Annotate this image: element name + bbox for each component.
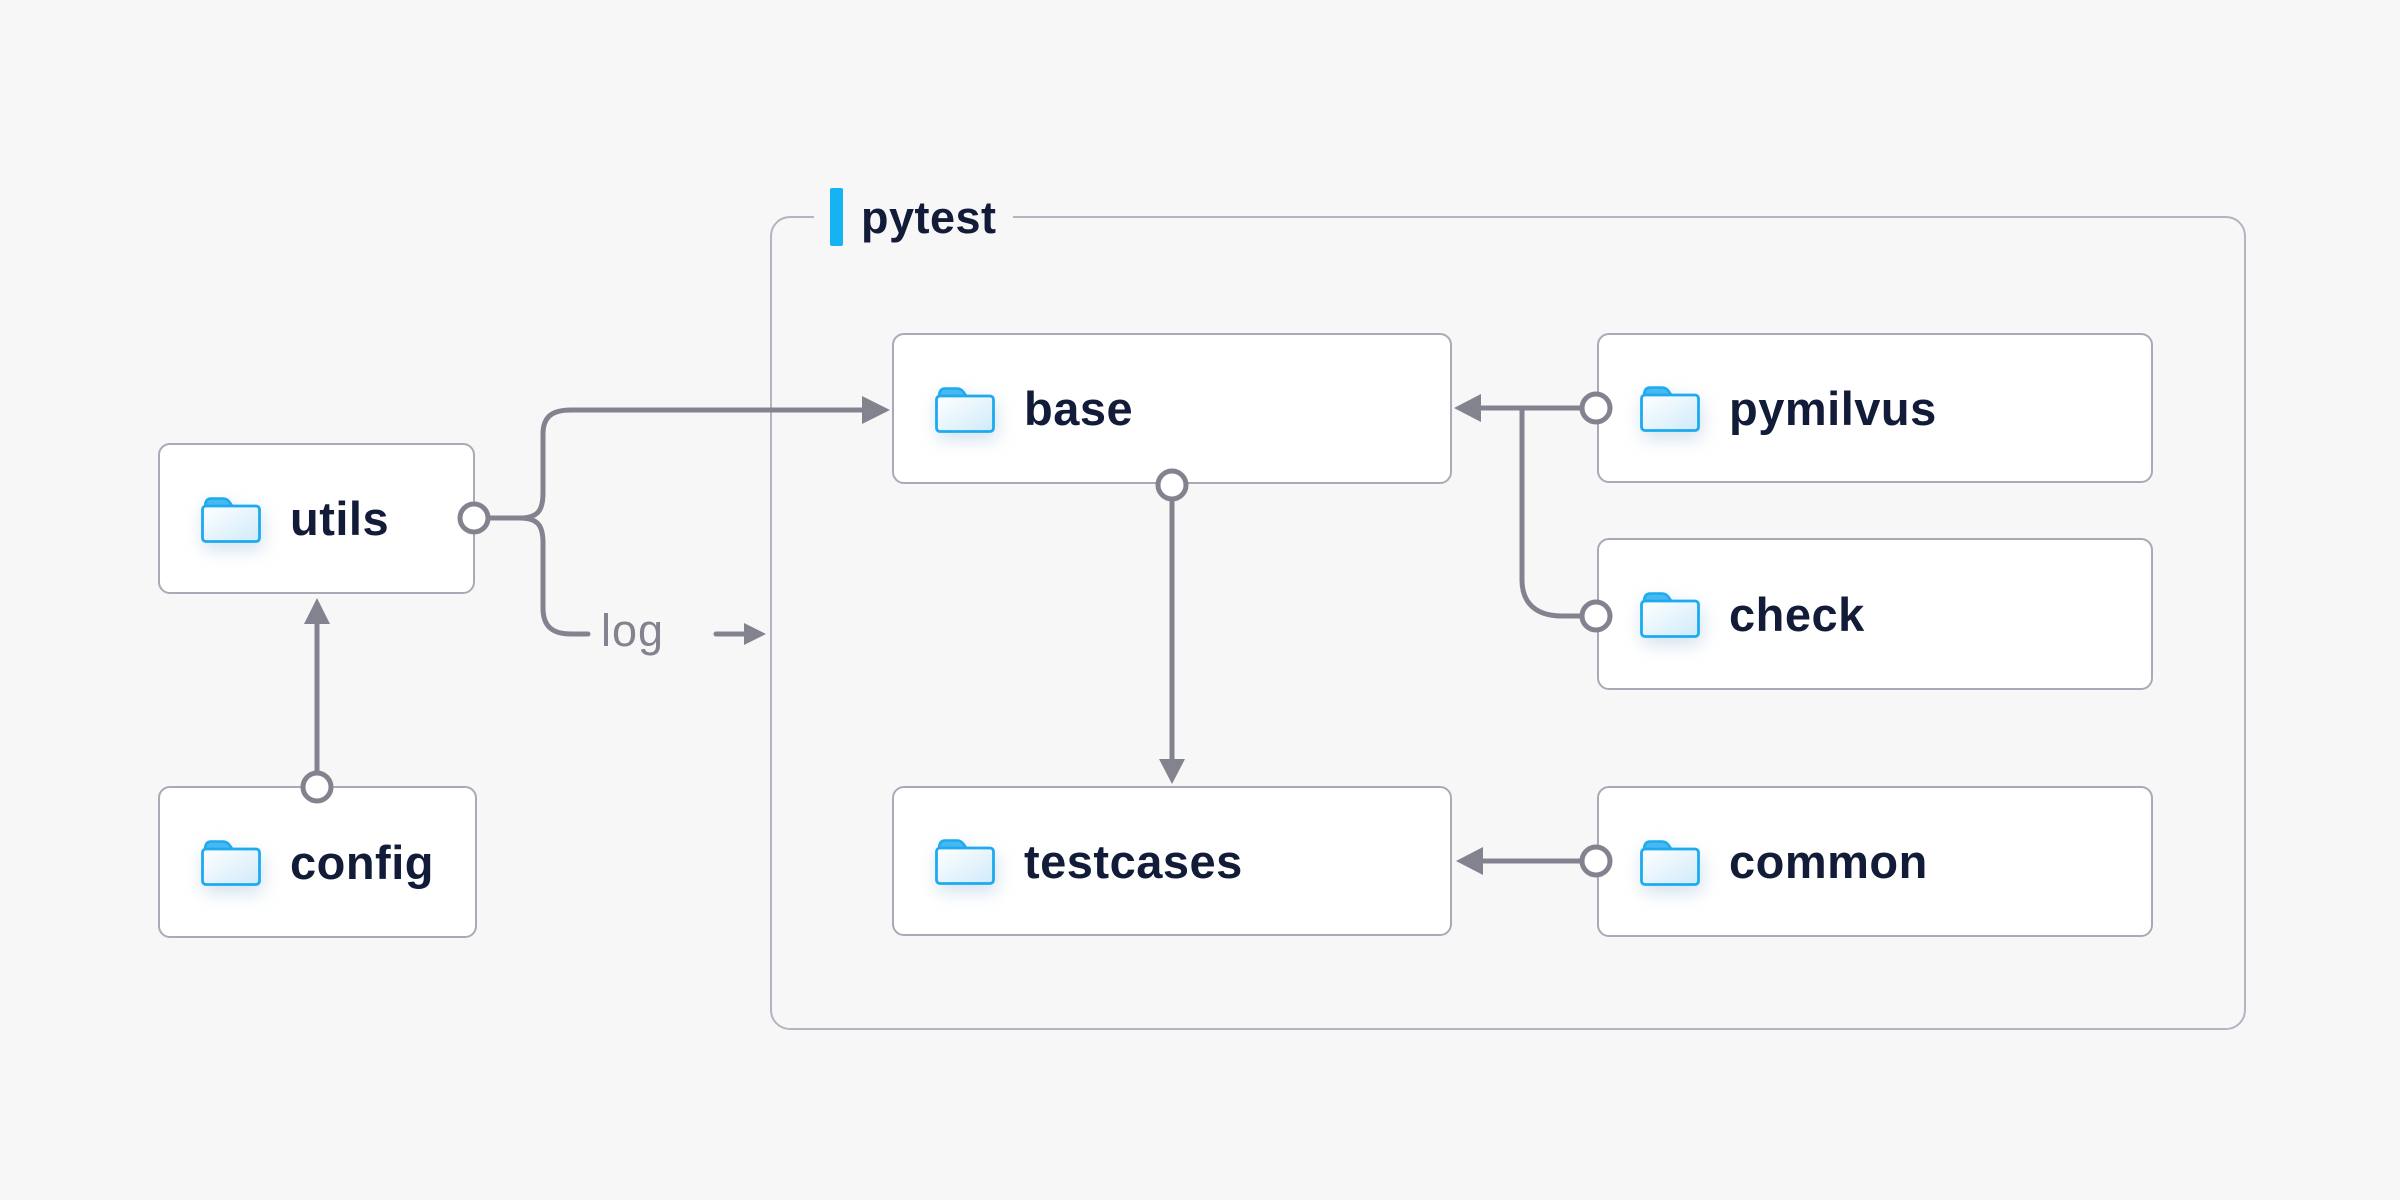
node-label: testcases [1024,834,1243,888]
folder-icon [1640,592,1700,638]
folder-icon [1640,386,1700,432]
edge-config-to-utils [300,598,334,804]
node-pymilvus[interactable]: pymilvus [1597,333,2153,483]
node-label: check [1729,587,1865,641]
node-label: config [290,835,434,889]
pytest-group-container: pytest [770,185,2246,1030]
folder-icon [935,839,995,885]
node-label: utils [290,492,390,545]
folder-icon [1640,839,1700,886]
folder-icon [201,496,261,543]
node-utils[interactable]: utils [158,443,475,594]
node-common[interactable]: common [1597,786,2153,937]
node-testcases[interactable]: testcases [892,786,1452,936]
folder-icon [201,840,261,886]
node-config[interactable]: config [158,786,477,938]
node-check[interactable]: check [1597,538,2153,690]
pytest-group-label: pytest [814,185,1013,249]
pytest-group-label-text: pytest [861,191,997,243]
log-edge-label: log [601,605,665,656]
node-label: common [1729,835,1928,888]
folder-icon [935,386,995,433]
node-base[interactable]: base [892,333,1452,484]
node-label: base [1024,382,1134,435]
node-label: pymilvus [1729,381,1937,435]
accent-bar [830,188,843,246]
